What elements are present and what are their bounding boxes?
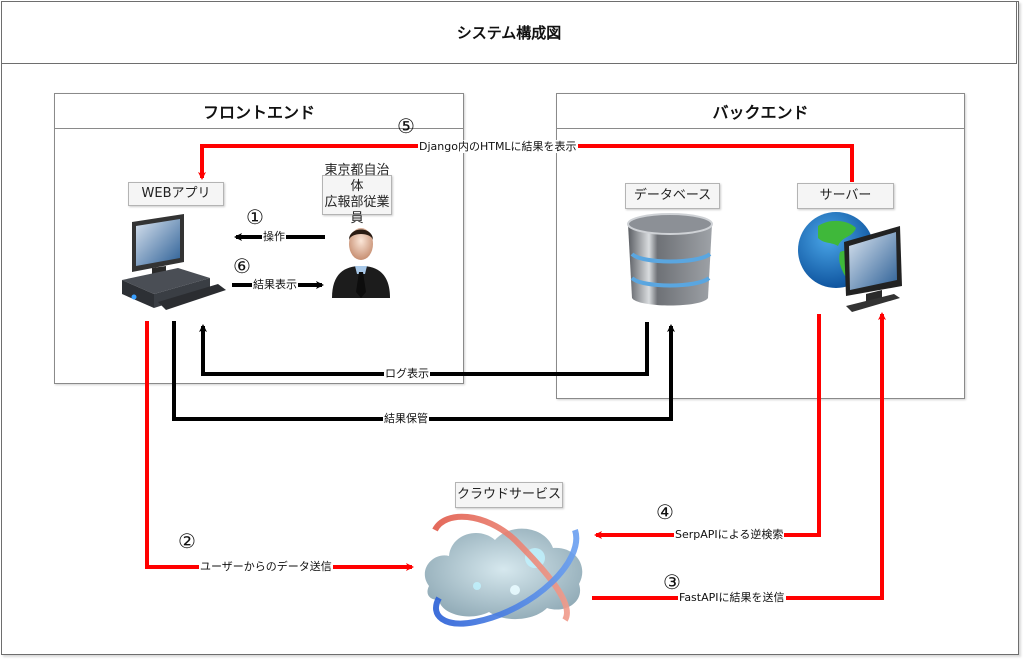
edge-log-label: ログ表示 <box>384 367 430 380</box>
edge-4-line <box>594 314 821 539</box>
server-label[interactable]: サーバー <box>797 183 894 209</box>
step-1-marker: ① <box>246 205 264 229</box>
edge-2-label: ユーザーからのデータ送信 <box>199 560 333 573</box>
step-3-marker: ③ <box>663 570 681 594</box>
employee-label[interactable]: 東京都自治体 広報部従業員 <box>322 163 392 226</box>
step-4-marker: ④ <box>656 500 674 524</box>
edge-4-label: SerpAPIによる逆検索 <box>674 528 785 541</box>
step-5-marker: ⑤ <box>397 114 415 138</box>
edge-3-line <box>592 312 886 600</box>
database-icon <box>627 213 713 306</box>
businessman-icon <box>332 228 390 298</box>
employee-label-line2: 広報部従業員 <box>324 195 390 226</box>
frontend-group-title: フロントエンド <box>55 94 463 129</box>
database-label[interactable]: データベース <box>625 183 720 209</box>
edge-6-label: 結果表示 <box>252 278 298 291</box>
globe-server-icon <box>798 212 902 312</box>
edge-store-label: 結果保管 <box>383 412 429 425</box>
cloud-service-label[interactable]: クラウドサービス <box>455 482 563 508</box>
edge-5-label: Django内のHTMLに結果を表示 <box>418 140 578 153</box>
cloud-service-icon <box>424 513 583 627</box>
edge-3-label: FastAPIに結果を送信 <box>678 591 786 604</box>
employee-label-line1: 東京都自治体 <box>324 163 390 194</box>
diagram-title: システム構成図 <box>456 24 562 42</box>
desktop-computer-icon <box>122 214 226 310</box>
step-2-marker: ② <box>178 529 196 553</box>
backend-group-title: バックエンド <box>557 94 964 129</box>
step-6-marker: ⑥ <box>233 254 251 278</box>
edge-1-label: 操作 <box>262 230 286 243</box>
diagram-title-bar: システム構成図 <box>1 1 1017 64</box>
web-app-label[interactable]: WEBアプリ <box>128 182 224 206</box>
